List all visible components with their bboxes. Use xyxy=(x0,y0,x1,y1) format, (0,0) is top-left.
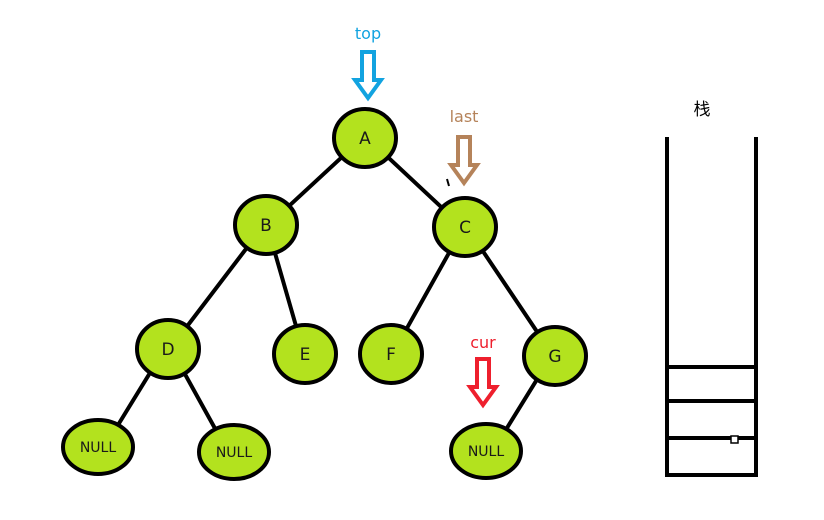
top-pointer: top xyxy=(351,24,385,102)
node-label: E xyxy=(300,345,311,365)
tree-nodes: A B C D E F G NULL NULL NULL xyxy=(61,107,588,481)
stack: 栈 xyxy=(665,100,758,477)
node-label: NULL xyxy=(80,440,117,456)
node-circle xyxy=(358,323,424,385)
edge-d-n1 xyxy=(115,369,153,429)
node-label: NULL xyxy=(216,445,253,461)
last-pointer: last xyxy=(447,107,481,187)
down-arrow-icon xyxy=(466,357,500,409)
stack-title: 栈 xyxy=(694,100,711,120)
node-circle xyxy=(272,323,338,385)
node-circle xyxy=(332,107,398,169)
node-circle xyxy=(61,418,135,476)
tree-node-a: A xyxy=(332,107,398,169)
node-label: NULL xyxy=(468,444,505,460)
down-arrow-icon xyxy=(447,135,481,187)
edge-d-n2 xyxy=(181,370,219,433)
tree-node-e: E xyxy=(272,323,338,385)
top-pointer-label: top xyxy=(355,24,381,43)
tree-node-c: C xyxy=(432,196,498,258)
node-circle xyxy=(135,318,201,380)
edge-g-n3 xyxy=(503,376,540,433)
cur-pointer-label: cur xyxy=(470,333,496,352)
edge-a-b xyxy=(286,154,345,209)
edge-c-f xyxy=(403,248,453,333)
node-circle xyxy=(432,196,498,258)
tree-node-b: B xyxy=(233,194,299,256)
tree-node-f: F xyxy=(358,323,424,385)
node-label: C xyxy=(459,218,471,238)
tree-node-n1: NULL xyxy=(61,418,135,476)
tree-node-g: G xyxy=(522,325,588,387)
down-arrow-icon xyxy=(351,50,385,102)
pointer-arrows: top last cur xyxy=(351,24,500,409)
edge-a-c xyxy=(384,154,446,211)
edge-b-d xyxy=(184,244,250,330)
node-label: D xyxy=(161,340,174,360)
node-label: A xyxy=(359,129,371,149)
node-circle xyxy=(197,423,271,481)
last-pointer-label: last xyxy=(450,107,479,126)
edge-b-e xyxy=(272,249,299,330)
node-circle xyxy=(233,194,299,256)
tree-node-n3: NULL xyxy=(449,422,523,480)
node-circle xyxy=(522,325,588,387)
node-circle xyxy=(449,422,523,480)
edge-c-g xyxy=(479,247,541,336)
node-label: G xyxy=(548,347,561,367)
stray-mark xyxy=(446,178,450,187)
tree-node-n2: NULL xyxy=(197,423,271,481)
cur-pointer: cur xyxy=(466,333,500,409)
node-label: B xyxy=(260,216,272,236)
tree-node-d: D xyxy=(135,318,201,380)
node-label: F xyxy=(386,345,396,365)
stack-marker xyxy=(730,435,739,444)
tree-edges xyxy=(115,154,541,433)
